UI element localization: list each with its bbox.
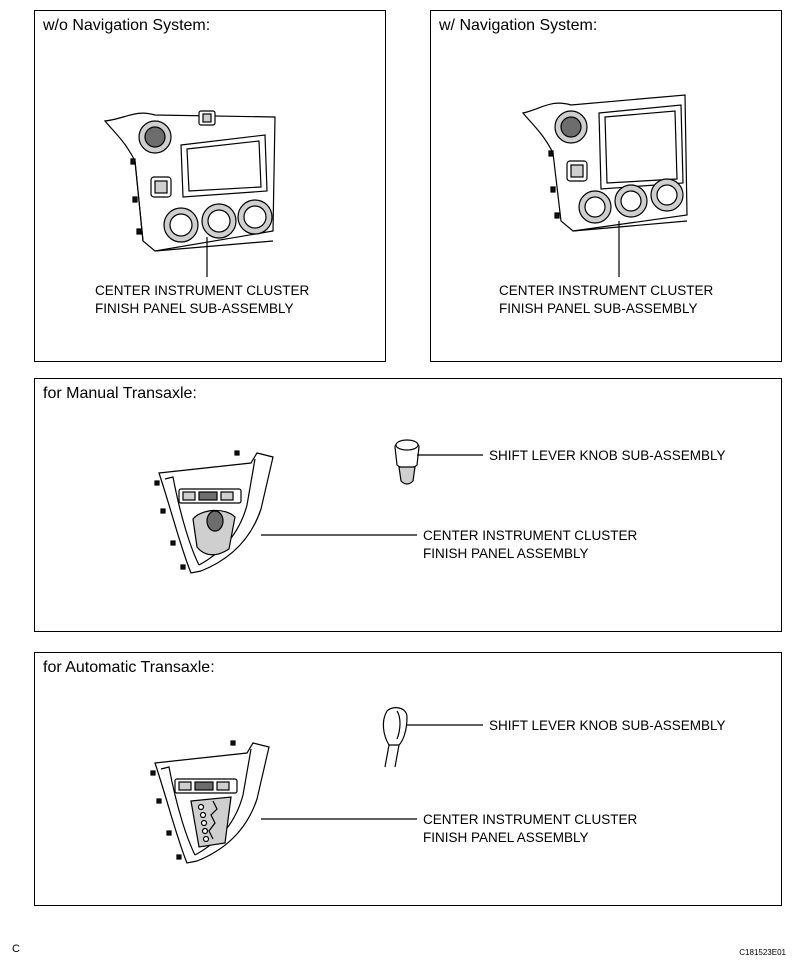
part-label-line1: CENTER INSTRUMENT CLUSTER [95,283,310,298]
center-cluster-finish-panel-assembly-drawing [150,740,270,864]
shift-lever-knob-drawing [394,439,420,485]
panel-automatic-transaxle: for Automatic Transaxle: SHIFT LEVER KNO… [34,652,782,906]
part-label-line1: CENTER INSTRUMENT CLUSTER [499,283,714,298]
part-label-line2: FINISH PANEL SUB-ASSEMBLY [499,301,698,316]
finish-panel-label-line1: CENTER INSTRUMENT CLUSTER [423,528,638,543]
finish-panel-label-line2: FINISH PANEL ASSEMBLY [423,830,589,845]
panel-without-navigation: w/o Navigation System: CENTER INSTRUMENT… [34,10,386,362]
panel-with-navigation: w/ Navigation System: CENTER INSTRUMENT … [430,10,782,362]
panel-title: for Manual Transaxle: [43,385,197,402]
center-cluster-finish-panel-sub-assembly-drawing [521,94,688,232]
footer-left-code: C [12,943,20,955]
center-cluster-finish-panel-sub-assembly-drawing [103,110,276,252]
panel-title: w/o Navigation System: [43,17,211,34]
finish-panel-label-line2: FINISH PANEL ASSEMBLY [423,546,589,561]
shift-knob-label: SHIFT LEVER KNOB SUB-ASSEMBLY [489,718,726,733]
figure-id: C181523E01 [739,948,786,957]
panel-title: w/ Navigation System: [439,17,598,34]
part-label-line2: FINISH PANEL SUB-ASSEMBLY [95,301,294,316]
center-cluster-finish-panel-assembly-drawing [154,450,274,574]
panel-title: for Automatic Transaxle: [43,659,215,676]
shift-lever-knob-drawing [382,707,408,768]
finish-panel-label-line1: CENTER INSTRUMENT CLUSTER [423,812,638,827]
shift-knob-label: SHIFT LEVER KNOB SUB-ASSEMBLY [489,448,726,463]
panel-manual-transaxle: for Manual Transaxle: SHIFT LEVER KNOB S… [34,378,782,632]
